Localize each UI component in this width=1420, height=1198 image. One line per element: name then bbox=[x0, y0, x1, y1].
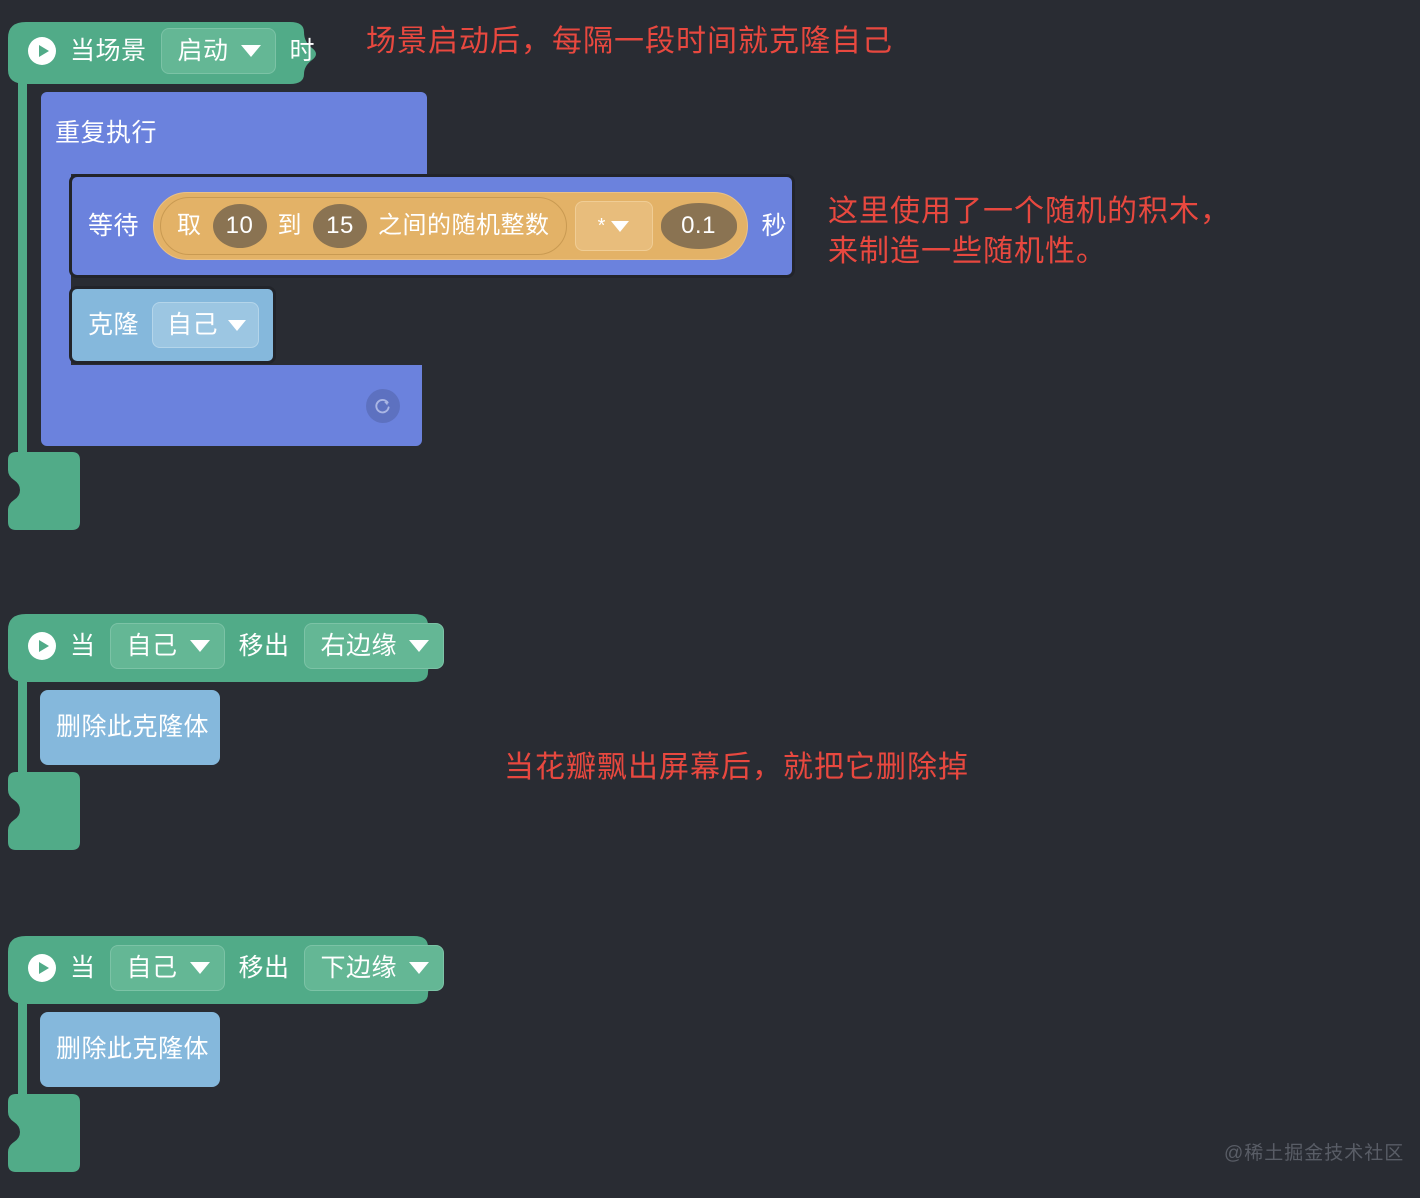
hat-block-scene-start[interactable]: 当场景 启动 时 bbox=[8, 18, 318, 84]
repeat-block-footer[interactable] bbox=[41, 365, 422, 446]
repeat-block-label: 重复执行 bbox=[55, 118, 158, 147]
random-block-suffix: 之间的随机整数 bbox=[378, 212, 550, 239]
dropdown-operator-symbol[interactable]: * bbox=[574, 201, 653, 251]
random-max-input[interactable]: 15 bbox=[313, 204, 368, 248]
hat-block-exit-right[interactable]: 当 自己 移出 右边缘 bbox=[8, 610, 445, 682]
script1-connector-spine bbox=[18, 60, 27, 464]
annotation-random-block: 这里使用了一个随机的积木， 来制造一些随机性。 bbox=[828, 195, 1231, 268]
script2-end-cap bbox=[8, 772, 80, 850]
random-block-middle: 到 bbox=[277, 212, 303, 239]
annotation-delete-offscreen: 当花瓣飘出屏幕后，就把它删除掉 bbox=[504, 751, 969, 784]
script3-connector-spine bbox=[18, 982, 27, 1108]
random-min-input[interactable]: 10 bbox=[212, 204, 267, 248]
annotation-scene-start: 场景启动后，每隔一段时间就克隆自己 bbox=[366, 25, 893, 58]
play-icon bbox=[28, 632, 56, 660]
dropdown-scene-event-value: 启动 bbox=[177, 36, 229, 65]
delete-clone-label: 删除此克隆体 bbox=[56, 713, 210, 741]
dropdown-exit-subject-value: 自己 bbox=[126, 953, 178, 982]
dropdown-scene-event[interactable]: 启动 bbox=[160, 28, 276, 74]
repeat-forever-block[interactable]: 重复执行 bbox=[41, 92, 427, 446]
chevron-down-icon bbox=[409, 962, 430, 974]
create-clone-block[interactable]: 克隆 自己 bbox=[69, 286, 276, 364]
watermark: @稀土掘金技术社区 bbox=[1224, 1143, 1405, 1164]
hat-label-prefix: 当 bbox=[70, 953, 96, 982]
multiply-right-operand-input[interactable]: 0.1 bbox=[660, 203, 737, 249]
play-icon bbox=[28, 37, 56, 65]
repeat-block-header[interactable]: 重复执行 bbox=[41, 92, 427, 174]
dropdown-exit-subject[interactable]: 自己 bbox=[109, 945, 225, 991]
chevron-down-icon bbox=[189, 962, 210, 974]
random-block-prefix: 取 bbox=[177, 212, 202, 239]
multiply-operator-block[interactable]: 取 10 到 15 之间的随机整数 * 0.1 bbox=[153, 192, 748, 260]
hat-label-middle: 移出 bbox=[238, 953, 290, 982]
wait-block-suffix: 秒 bbox=[761, 211, 788, 240]
hat-label-prefix: 当 bbox=[70, 631, 96, 660]
multiply-right-operand-value: 0.1 bbox=[681, 212, 716, 239]
dropdown-exit-edge[interactable]: 下边缘 bbox=[303, 945, 445, 991]
dropdown-exit-edge[interactable]: 右边缘 bbox=[303, 623, 445, 669]
chevron-down-icon bbox=[228, 319, 247, 331]
wait-block-prefix: 等待 bbox=[88, 211, 140, 240]
chevron-down-icon bbox=[240, 45, 261, 57]
operator-symbol-value: * bbox=[597, 215, 606, 237]
dropdown-exit-subject[interactable]: 自己 bbox=[109, 623, 225, 669]
delete-clone-block-bottom[interactable]: 删除此克隆体 bbox=[40, 1012, 220, 1087]
dropdown-exit-subject-value: 自己 bbox=[126, 631, 178, 660]
hat-block-exit-bottom[interactable]: 当 自己 移出 下边缘 bbox=[8, 932, 445, 1004]
script1-end-cap bbox=[8, 452, 80, 530]
dropdown-exit-edge-value: 下边缘 bbox=[320, 953, 398, 982]
random-max-value: 15 bbox=[326, 212, 354, 239]
delete-clone-block-right[interactable]: 删除此克隆体 bbox=[40, 690, 220, 765]
hat-label-suffix: 时 bbox=[289, 36, 316, 65]
chevron-down-icon bbox=[409, 640, 430, 652]
script3-end-cap bbox=[8, 1094, 80, 1172]
random-min-value: 10 bbox=[225, 212, 254, 239]
delete-clone-label: 删除此克隆体 bbox=[56, 1035, 210, 1063]
repeat-block-left-arm bbox=[41, 174, 71, 365]
dropdown-clone-target[interactable]: 自己 bbox=[152, 302, 260, 348]
dropdown-exit-edge-value: 右边缘 bbox=[320, 631, 398, 660]
clone-block-prefix: 克隆 bbox=[88, 310, 140, 339]
script2-connector-spine bbox=[18, 660, 27, 786]
play-icon bbox=[28, 954, 56, 982]
random-integer-block[interactable]: 取 10 到 15 之间的随机整数 bbox=[160, 197, 567, 255]
hat-label-prefix: 当场景 bbox=[70, 36, 147, 65]
hat-label-middle: 移出 bbox=[238, 631, 290, 660]
chevron-down-icon bbox=[611, 220, 630, 232]
chevron-down-icon bbox=[189, 640, 210, 652]
loop-arrow-icon bbox=[366, 389, 400, 423]
dropdown-clone-target-value: 自己 bbox=[167, 310, 219, 339]
wait-seconds-block[interactable]: 等待 取 10 到 15 之间的随机整数 * 0.1 秒 bbox=[69, 174, 795, 278]
